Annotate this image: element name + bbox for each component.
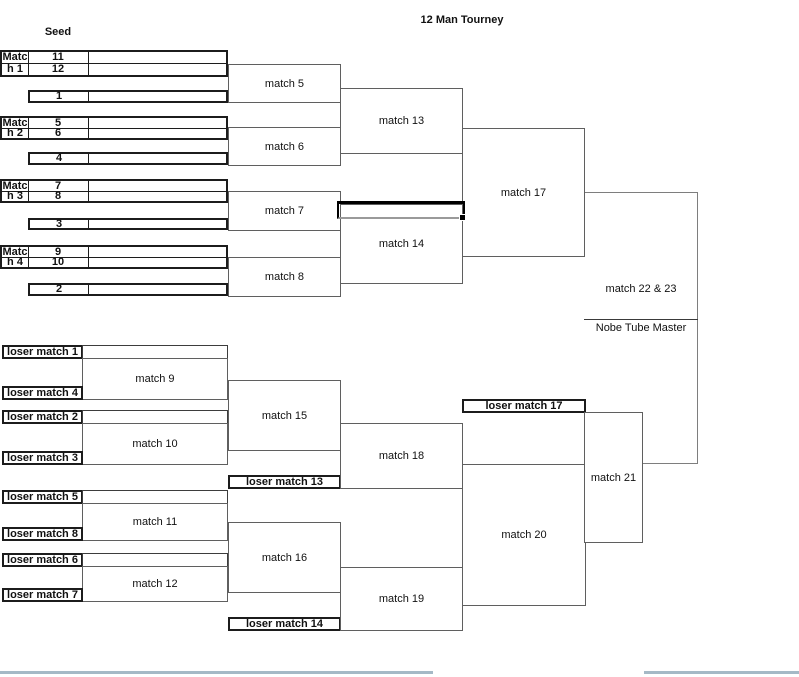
name-cell[interactable] [89,285,226,294]
match1-label-line2: h 1 [7,63,23,75]
match19-box: match 19 [340,567,463,631]
match17-box: match 17 [462,128,585,257]
match21-winner-line [643,463,698,464]
bye-row-box: 2 [28,283,228,296]
match3-pair-box: Matc h 3 7 8 [0,179,228,203]
match13-box: match 13 [340,88,463,154]
loser-match2-box: loser match 2 [2,410,83,424]
loser-match13-box: loser match 13 [228,475,341,489]
grand-final-label: match 22 & 23 [605,283,677,295]
name-cell[interactable] [89,154,226,163]
divider [2,63,226,64]
seed-cell: 6 [54,126,62,139]
name-cell[interactable] [82,410,228,424]
seed-cell: 8 [54,189,62,202]
match4-label-line2: h 4 [7,255,23,268]
bye-row-box: 4 [28,152,228,165]
match18-box: match 18 [340,423,463,489]
loser-match1-box: loser match 1 [2,345,83,359]
match6-box: match 6 [228,127,341,166]
page-break-bar [644,671,799,674]
match1-pair-box: Matc h 1 11 12 [0,50,228,77]
divider [2,128,226,129]
match11-box: match 11 [82,503,228,541]
loser-match3-box: loser match 3 [2,451,83,465]
name-cell[interactable] [89,220,226,228]
champion-label: Nobe Tube Master [595,322,687,334]
name-cell[interactable] [89,257,226,267]
loser-match5-box: loser match 5 [2,490,83,504]
divider [2,257,226,258]
seed-cell: 11 [52,51,64,63]
seed-cell: 1 [55,90,63,102]
seed-column-header: Seed [44,26,72,38]
seed-cell: 5 [54,116,62,129]
name-cell[interactable] [89,191,226,201]
match2-pair-box: Matc h 2 5 6 [0,116,228,140]
divider [88,285,89,294]
name-cell[interactable] [89,128,226,138]
match2-label-line1: Matc [2,116,28,129]
name-cell[interactable] [89,247,226,257]
match1-label-line1: Matc [2,51,28,63]
seed-cell: 12 [51,63,65,75]
name-cell[interactable] [89,118,226,128]
page-title: 12 Man Tourney [420,13,504,26]
seed-cell: 7 [54,179,62,192]
loser-match6-box: loser match 6 [2,553,83,567]
loser-match7-box: loser match 7 [2,588,83,602]
name-cell[interactable] [82,553,228,567]
divider [88,92,89,101]
match4-pair-box: Matc h 4 9 10 [0,245,228,269]
champion-line [584,319,698,320]
match15-box: match 15 [228,380,341,451]
match9-box: match 9 [82,358,228,400]
seed-cell: 10 [51,255,65,268]
match8-box: match 8 [228,257,341,297]
seed-cell: 3 [55,217,63,230]
bye-row-box: 3 [28,218,228,230]
page-break-bar [0,671,433,674]
loser-match17-box: loser match 17 [462,399,586,413]
name-cell[interactable] [82,490,228,504]
seed-cell: 2 [55,283,63,295]
name-cell[interactable] [82,345,228,359]
bye-row-box: 1 [28,90,228,103]
loser-match14-box: loser match 14 [228,617,341,631]
match20-box: match 20 [462,464,586,606]
divider [2,191,226,192]
selected-cell[interactable] [337,201,466,221]
seed-cell: 9 [54,245,62,258]
match5-box: match 5 [228,64,341,103]
match3-label-line2: h 3 [7,189,23,202]
match12-box: match 12 [82,566,228,602]
loser-match4-box: loser match 4 [2,386,83,400]
match3-label-line1: Matc [2,179,28,192]
match4-label-line1: Matc [2,245,28,258]
match7-box: match 7 [228,191,341,231]
match21-box: match 21 [584,412,643,543]
divider [88,154,89,163]
divider [88,220,89,228]
match16-box: match 16 [228,522,341,593]
name-cell[interactable] [89,92,226,101]
match10-box: match 10 [82,423,228,465]
name-cell[interactable] [89,181,226,191]
name-cell[interactable] [89,52,226,63]
loser-match8-box: loser match 8 [2,527,83,541]
fill-handle-icon[interactable] [459,214,466,221]
grand-final-vertical-line [697,192,698,464]
name-cell[interactable] [89,64,226,75]
seed-cell: 4 [55,152,63,164]
match2-label-line2: h 2 [7,126,23,139]
match17-winner-line [585,192,697,193]
